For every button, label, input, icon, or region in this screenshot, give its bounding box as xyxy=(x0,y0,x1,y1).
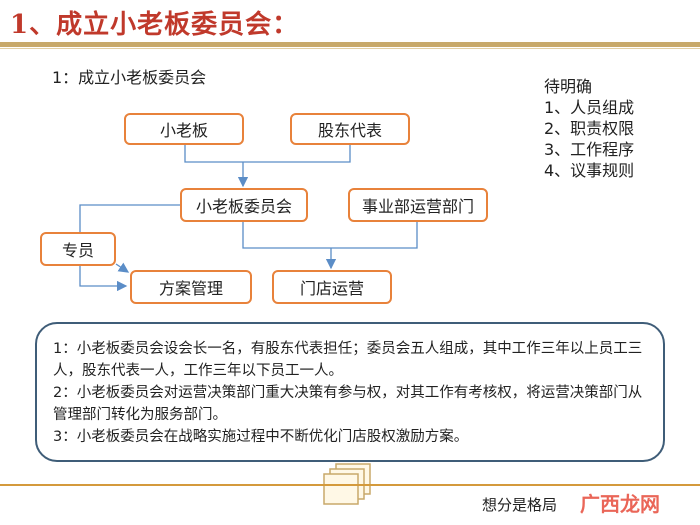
pending-item: 1、人员组成 xyxy=(544,98,635,117)
node-specialist: 专员 xyxy=(40,232,116,266)
pending-item: 3、工作程序 xyxy=(544,140,635,159)
node-store-ops: 门店运营 xyxy=(272,270,392,304)
pending-item: 4、议事规则 xyxy=(544,161,635,180)
connector-bu-store xyxy=(331,222,418,249)
title-divider-thin xyxy=(0,48,700,49)
page-title: 1、成立小老板委员会： xyxy=(10,10,300,40)
node-committee: 小老板委员会 xyxy=(180,188,308,222)
connector-owner xyxy=(184,145,243,163)
connector-committee-store xyxy=(242,222,331,249)
footer-divider xyxy=(0,484,700,486)
footer-text: 想分是格局 xyxy=(482,496,558,514)
node-shareholder-rep: 股东代表 xyxy=(290,113,410,145)
watermark-logo: 广西龙网 xyxy=(580,492,660,516)
pending-heading: 待明确 xyxy=(544,77,593,96)
pending-item: 2、职责权限 xyxy=(544,119,635,138)
title-divider xyxy=(0,42,700,47)
connector-shareholder xyxy=(243,145,351,163)
note-item: 3：小老板委员会在战略实施过程中不断优化门店股权激励方案。 xyxy=(53,429,469,445)
notes-panel: 1：小老板委员会设会长一名，有股东代表担任；委员会五人组成，其中工作三年以上员工… xyxy=(35,322,665,462)
note-item: 2：小老板委员会对运营决策部门重大决策有参与权，对其工作有考核权，将运营决策部门… xyxy=(53,385,643,423)
pending-list: 待明确 1、人员组成 2、职责权限 3、工作程序 4、议事规则 xyxy=(544,76,634,181)
diagram-subtitle: 1：成立小老板委员会 xyxy=(52,68,207,87)
note-item: 1：小老板委员会设会长一名，有股东代表担任；委员会五人组成，其中工作三年以上员工… xyxy=(53,341,643,379)
node-bu-ops: 事业部运营部门 xyxy=(348,188,488,222)
node-plan-mgmt: 方案管理 xyxy=(130,270,252,304)
connector-specialist-plan xyxy=(115,262,130,273)
node-owner: 小老板 xyxy=(124,113,244,145)
